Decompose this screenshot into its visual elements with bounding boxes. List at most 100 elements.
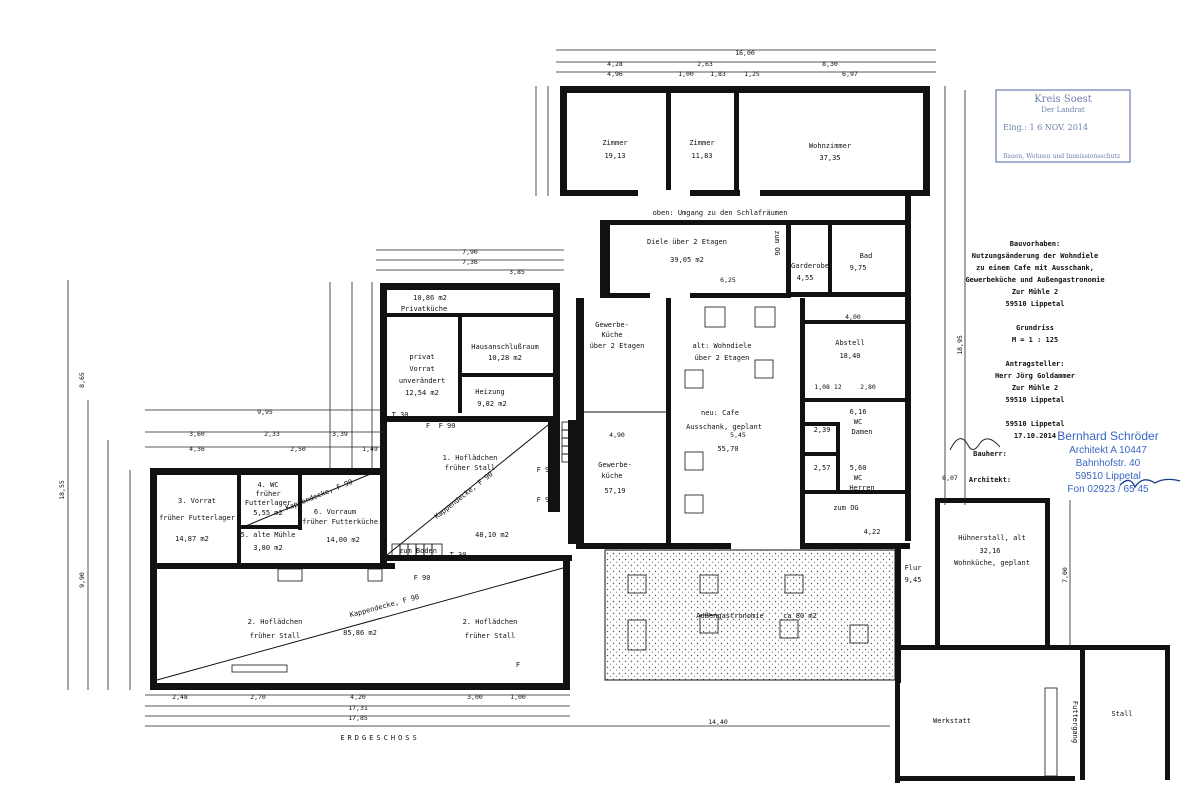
- signature-bauherr: [949, 438, 1001, 451]
- small-room-1: 2,39: [814, 426, 831, 434]
- gewerbe2-line-2: küche: [601, 472, 622, 480]
- project-line-0: Bauvorhaben:: [1010, 240, 1061, 248]
- dim-top-row2-3: 1,25: [744, 70, 760, 78]
- flur-area: 9,45: [905, 576, 922, 584]
- gewerbe1-line-1: Gewerbe-: [595, 321, 629, 329]
- dim-right-vert-b: 7,00: [1061, 567, 1069, 583]
- outdoor-terrace-area: [604, 549, 896, 681]
- architect-name: Bernhard Schröder: [1057, 429, 1158, 443]
- f-label-2: F: [516, 661, 520, 669]
- garderobe-name: Garderobe: [791, 262, 829, 270]
- architect-stamp: Bernhard Schröder Architekt A 10447 Bahn…: [949, 429, 1181, 495]
- zum-boden-label: zum Boden: [399, 547, 437, 555]
- vorraum-l1: 6. Vorraum: [314, 508, 356, 516]
- garderobe-area: 4,55: [797, 274, 814, 282]
- dim-mid-row2: 3,85: [509, 268, 525, 276]
- zum-og-top: zum OG: [773, 230, 781, 255]
- vorrat-line-1: privat: [409, 353, 434, 361]
- dim-top-row1-2: 8,30: [822, 60, 838, 68]
- f90-label-2: F 90: [537, 466, 554, 474]
- hof1-l2: früher Stall: [445, 464, 496, 472]
- muehle-area: 3,80 m2: [253, 544, 283, 552]
- dim-cafe-width: 5,45: [730, 431, 746, 439]
- floor-label: ERDGESCHOSS: [340, 734, 419, 742]
- privatkueche-name: Privatküche: [401, 305, 447, 313]
- dim-bottom-2: 4,20: [350, 693, 366, 701]
- umgang-label: oben: Umgang zu den Schlafräumen: [653, 209, 788, 217]
- middle-block-walls: [380, 283, 577, 561]
- applicant-line-2: Zur Mühle 2: [1012, 384, 1058, 392]
- cafe-line-2: Ausschank, geplant: [686, 423, 762, 431]
- stamp-line-2: Der Landrat: [1041, 106, 1085, 114]
- futtergang-label: Futtergang: [1071, 701, 1079, 743]
- dim-right-vert-total: 18,95: [956, 335, 964, 355]
- dim-bottom-3: 3,00: [467, 693, 483, 701]
- zimmer2-area: 11,83: [691, 152, 712, 160]
- dim-left-vert-a: 8,65: [78, 372, 86, 388]
- huehnerstall-l2: Wohnküche, geplant: [954, 559, 1030, 567]
- zimmer1-name: Zimmer: [602, 139, 627, 147]
- dim-bottom-4: 1,00: [510, 693, 526, 701]
- zum-og-bottom: zum OG: [833, 504, 858, 512]
- f-label-1: F: [426, 422, 430, 430]
- dim-top-row2-2: 1,83: [710, 70, 726, 78]
- project-line-5: 59510 Lippetal: [1005, 300, 1064, 308]
- zimmer2-name: Zimmer: [689, 139, 714, 147]
- vorrat3-area: 14,87 m2: [175, 535, 209, 543]
- abstell-area: 18,40: [839, 352, 860, 360]
- dim-left-total: 9,95: [257, 408, 273, 416]
- diele-area: 39,05 m2: [670, 256, 704, 264]
- flur-name: Flur: [905, 564, 922, 572]
- dim-left-row2-0: 4,36: [189, 445, 205, 453]
- wc4-l2: früher: [255, 490, 280, 498]
- wc-damen-l1: WC: [854, 418, 862, 426]
- stamp-line-3: Eing.: 1 6 NOV. 2014: [1003, 123, 1088, 132]
- dim-left-vert-total: 18,55: [58, 480, 66, 500]
- diele-name: Diele über 2 Etagen: [647, 238, 727, 246]
- f90-label-4: F 90: [414, 574, 431, 582]
- wc-damen-area: 6,16: [850, 408, 867, 416]
- date-line-1: 17.10.2014: [1014, 432, 1056, 440]
- dimension-text: 16,00 4,28 2,63 8,30 4,96 1,00 1,83 1,25…: [58, 49, 1069, 726]
- stall-label: Stall: [1111, 710, 1132, 718]
- werkstatt-label: Werkstatt: [933, 717, 971, 725]
- aussen-area: ca 80 m2: [783, 612, 817, 620]
- wc4-area: 5,55 m2: [253, 509, 283, 517]
- dim-kitchen-w: 4,90: [609, 431, 625, 439]
- vorrat3-l2: früher Futterlager: [159, 514, 235, 522]
- wc-herren-l1: WC: [854, 474, 862, 482]
- muehle-l1: 5. alte Mühle: [241, 531, 296, 539]
- gewerbe1-line-2: Küche: [601, 331, 622, 339]
- dim-wc-width: 4,00: [845, 313, 861, 321]
- heizung-name: Heizung: [475, 388, 505, 396]
- applicant-line-1: Herr Jörg Goldammer: [995, 372, 1075, 380]
- project-line-4: Zur Mühle 2: [1012, 288, 1058, 296]
- vorrat-area: 12,54 m2: [405, 389, 439, 397]
- dim-top-row1-1: 2,63: [697, 60, 713, 68]
- dim-top-row2-4: 6,97: [842, 70, 858, 78]
- received-stamp: Kreis Soest Der Landrat Eing.: 1 6 NOV. …: [995, 89, 1131, 163]
- vorrat-line-2: Vorrat: [409, 365, 434, 373]
- aussen-name: Außengastronomie: [696, 612, 763, 620]
- signature-architekt: [1119, 478, 1181, 489]
- scale-label: M = 1 : 125: [1012, 336, 1058, 344]
- architekt-label: Architekt:: [969, 476, 1011, 484]
- hof1-area: 48,10 m2: [475, 531, 509, 539]
- cafe-line-1: neu: Cafe: [701, 409, 739, 417]
- zimmer1-area: 19,13: [604, 152, 625, 160]
- hof2-area: 85,86 m2: [343, 629, 377, 637]
- upper-wing-walls: [560, 86, 930, 541]
- bad-area: 9,75: [850, 264, 867, 272]
- dim-left-row2-2: 1,49: [362, 445, 378, 453]
- heizung-area: 9,82 m2: [477, 400, 507, 408]
- vorraum-area: 14,00 m2: [326, 536, 360, 544]
- project-line-3: Gewerbeküche und Außengastronomie: [965, 276, 1104, 284]
- date-line-0: 59510 Lippetal: [1005, 420, 1064, 428]
- wc4-l3: Futterlager: [245, 499, 291, 507]
- left-wing-walls: [150, 416, 570, 690]
- bad-name: Bad: [860, 252, 873, 260]
- hof2a-l2: früher Stall: [250, 632, 301, 640]
- right-wing-walls: [895, 498, 1170, 783]
- kappendecke-hof2: Kappendecke, F 90: [349, 593, 420, 619]
